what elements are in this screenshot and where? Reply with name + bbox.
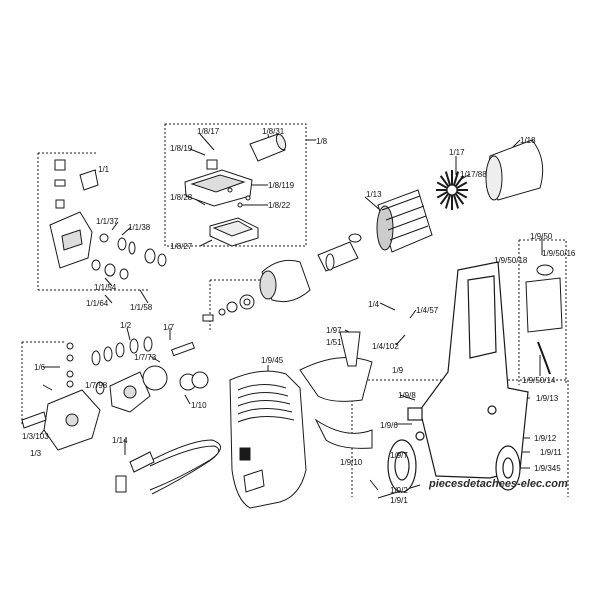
label-1-10: 1/10 (191, 401, 207, 410)
label-1-1-54: 1/1/54 (94, 283, 117, 292)
label-1-2: 1/2 (120, 321, 132, 330)
label-1-1-64: 1/1/64 (86, 299, 109, 308)
label-1-8-31: 1/8/31 (262, 127, 285, 136)
label-1-9-345: 1/9/345 (534, 464, 561, 473)
fan-blade (454, 192, 465, 205)
label-1-7-73: 1/7/73 (134, 353, 157, 362)
label-1-9-45: 1/9/45 (261, 356, 284, 365)
fan-blade (436, 191, 448, 199)
label-1-9-2: 1/9/2 (390, 486, 408, 495)
label-1-51: 1/51 (326, 338, 342, 347)
label-1-4: 1/4 (368, 300, 380, 309)
watermark-text: piecesdetachees-elec.com (429, 478, 568, 490)
label-1-9-10: 1/9/10 (340, 458, 363, 467)
label-1-97: 1/97 (326, 326, 342, 335)
fan-blade (439, 192, 450, 205)
fan-blade (444, 194, 452, 209)
label-1-8: 1/8 (316, 137, 328, 146)
label-1-1-37: 1/1/37 (96, 217, 119, 226)
label-1-6: 1/6 (34, 363, 46, 372)
label-1-7-98: 1/7/98 (85, 381, 108, 390)
label-1-8-27: 1/8/27 (170, 242, 193, 251)
label-1-3-103: 1/3/103 (22, 432, 49, 441)
label-1-1: 1/1 (98, 165, 110, 174)
label-1-8-19: 1/8/19 (170, 144, 193, 153)
fan-blade (456, 191, 468, 199)
label-1-9-11: 1/9/11 (540, 448, 562, 457)
fan-blade (436, 181, 448, 189)
fan-blade (439, 175, 450, 188)
label-1-9-50-14: 1/9/50/14 (522, 376, 556, 385)
label-1-9-7: 1/9/7 (390, 451, 408, 460)
label-1-8-119: 1/8/119 (268, 181, 295, 190)
label-1-9-50-18: 1/9/50/18 (494, 256, 528, 265)
label-1-9: 1/9 (392, 366, 404, 375)
fan-blade (452, 171, 460, 186)
label-1-1-38: 1/1/38 (128, 223, 151, 232)
fan-blade (454, 175, 465, 188)
label-1-7: 1/7 (163, 323, 175, 332)
label-1-9-12: 1/9/12 (534, 434, 557, 443)
label-1-9-6: 1/9/6 (380, 421, 398, 430)
label-1-17-88: 1/17/88 (460, 170, 487, 179)
label-1-1-58: 1/1/58 (130, 303, 153, 312)
label-1-9-13: 1/9/13 (536, 394, 559, 403)
label-1-9-1: 1/9/1 (390, 496, 408, 505)
label-1-8-17: 1/8/17 (197, 127, 220, 136)
label-1-8-28: 1/8/28 (170, 193, 193, 202)
fan-blade (444, 171, 452, 186)
label-1-18: 1/18 (520, 136, 536, 145)
label-1-9-50-16: 1/9/50/16 (542, 249, 576, 258)
label-1-14: 1/14 (112, 436, 128, 445)
label-1-17: 1/17 (449, 148, 465, 157)
label-1-9-50: 1/9/50 (530, 232, 553, 241)
fan-blade (452, 194, 460, 209)
label-1-4-102: 1/4/102 (372, 342, 399, 351)
label-1-9-8: 1/9/8 (398, 391, 416, 400)
label-1-4-57: 1/4/57 (416, 306, 439, 315)
label-1-3: 1/3 (30, 449, 42, 458)
label-1-13: 1/13 (366, 190, 382, 199)
label-1-8-22: 1/8/22 (268, 201, 291, 210)
fan-blade (456, 181, 468, 189)
